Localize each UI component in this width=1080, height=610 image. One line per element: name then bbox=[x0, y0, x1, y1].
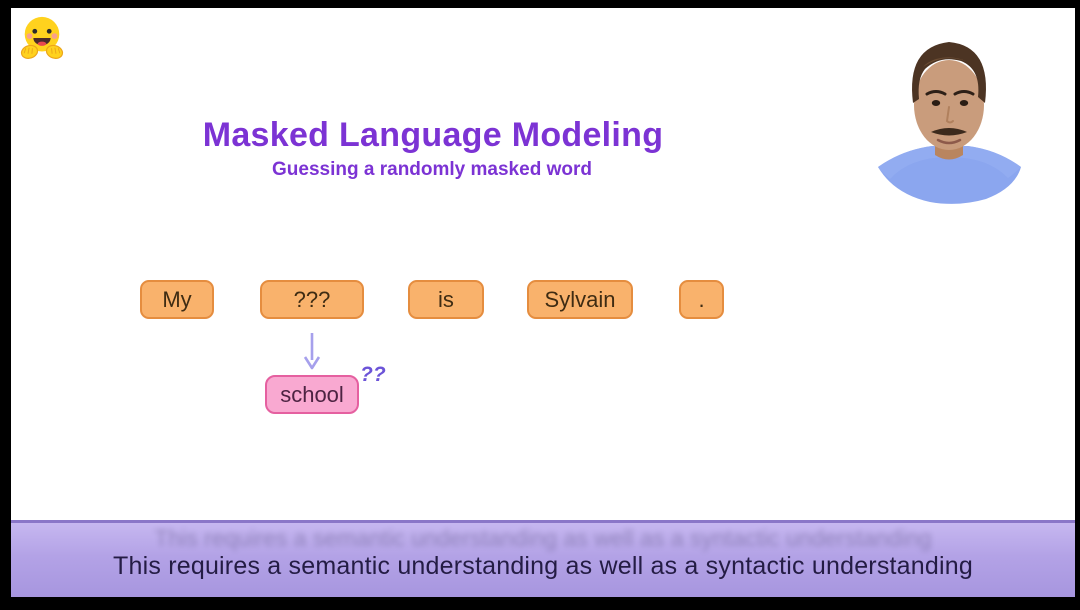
hugging-face-emoji-icon bbox=[20, 16, 64, 59]
caption-text: This requires a semantic understanding a… bbox=[113, 551, 973, 580]
token-sylvain: Sylvain bbox=[527, 280, 633, 319]
token-masked: ??? bbox=[260, 280, 364, 319]
uncertainty-marks: ?? bbox=[360, 363, 386, 386]
slide-canvas: Masked Language Modeling Guessing a rand… bbox=[11, 8, 1075, 597]
token-period: . bbox=[679, 280, 724, 319]
page-subtitle: Guessing a randomly masked word bbox=[272, 159, 592, 180]
token-label: is bbox=[438, 286, 454, 312]
token-my: My bbox=[140, 280, 214, 319]
token-label: . bbox=[698, 286, 705, 312]
down-arrow-icon bbox=[303, 333, 321, 370]
predicted-word-label: school bbox=[280, 381, 344, 407]
token-is: is bbox=[408, 280, 484, 319]
page-title: Masked Language Modeling bbox=[202, 116, 664, 154]
predicted-word-box: school bbox=[265, 375, 359, 414]
presenter-headshot bbox=[878, 42, 1021, 204]
token-label: My bbox=[162, 286, 192, 312]
token-label: ??? bbox=[293, 286, 331, 312]
token-label: Sylvain bbox=[544, 286, 616, 312]
caption-ghost-text: This requires a semantic understanding a… bbox=[154, 525, 932, 551]
caption-bar: This requires a semantic understanding a… bbox=[11, 520, 1075, 597]
